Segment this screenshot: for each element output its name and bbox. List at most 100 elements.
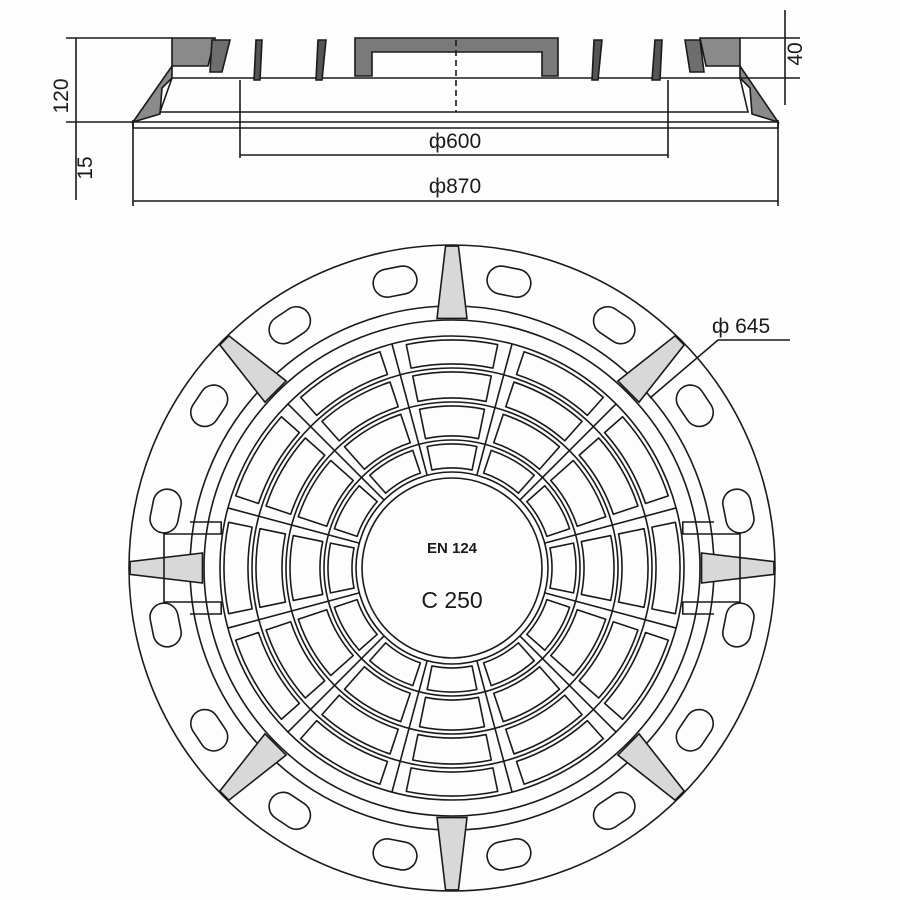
cover-cell [368,642,422,687]
dim-label-120: 120 [50,78,73,113]
cover-rib-right [684,39,705,73]
cover-cell [492,665,561,723]
cover-cell [411,733,493,765]
frame-slot [722,602,755,648]
dim-label-870: ф870 [429,175,481,198]
cover-rib-left [209,39,232,73]
frame-slot [268,305,312,345]
radial-rib [391,343,428,476]
dim-label-645: ф 645 [712,315,770,338]
radial-rib [227,592,360,629]
cover-cell [265,620,326,699]
cover-cell [297,459,355,528]
plan-view [128,244,790,892]
radial-rib [287,635,385,733]
frame-slot [189,384,229,428]
cover-cell [289,534,324,602]
frame-slot [149,488,182,534]
frame-slot [675,384,715,428]
cover-cell [405,339,499,369]
cover-cell [426,443,478,471]
cover-cell [617,527,649,609]
section-ribs [253,39,663,81]
cover-cell [299,350,389,417]
cover-cell [526,598,571,652]
cover-cell [482,449,536,494]
frame-lug [616,732,686,802]
cover-cell [223,521,253,615]
cover-cell [482,642,536,687]
dim-label-15: 15 [74,156,97,179]
cover-cell [321,381,400,442]
cover-cell [343,413,412,471]
cover-cell [368,449,422,494]
radial-rib [476,660,513,793]
radial-rib [476,343,513,476]
ring-rib [285,401,619,735]
cover-cell [297,608,355,677]
cover-cell [578,437,639,516]
cover-section [158,77,750,113]
frame-slot [149,602,182,648]
cover-cell [327,542,355,594]
frame-lug [218,732,288,802]
radial-ribs [227,343,677,793]
cover-cell [515,719,605,786]
frame-section-right [699,37,780,124]
frame-lug [218,334,288,404]
radial-rib [519,403,617,501]
radial-rib [287,403,385,501]
cover-cell [492,413,561,471]
cover-cell [580,534,615,602]
frame-section-left [131,37,217,124]
cover-cell [549,542,577,594]
frame-lug [129,552,204,584]
cover-cell [234,631,301,721]
lift-pocket [163,521,222,615]
cover-cell [255,527,287,609]
frame-slot [268,791,312,831]
ring-rib [323,439,581,697]
frame-lug [436,816,468,891]
lift-pockets [163,521,741,615]
cover-cell [343,665,412,723]
frame-slots [149,265,755,871]
lift-pocket [682,521,741,615]
cover-cell [418,696,486,731]
frame-slot [486,838,532,871]
radial-rib [544,592,677,629]
standard-stamp: EN 124 [427,540,478,557]
radial-rib [391,660,428,793]
cover-center-handle [354,37,559,77]
frame-flange [132,121,779,129]
radial-rib [544,507,677,544]
center-boss [355,471,549,665]
radial-rib [519,635,617,733]
dim-label-40: 40 [784,42,807,65]
cover-cell [515,350,605,417]
cover-cell [504,381,583,442]
cover-cell [526,484,571,538]
cover-cell [411,371,493,403]
cover-cell [426,665,478,693]
frame-slot [486,265,532,298]
frame-lug [616,334,686,404]
frame-slot [372,838,418,871]
frame-slot [722,488,755,534]
ring-rib [251,367,653,769]
dim-label-600: ф600 [429,130,481,153]
cover-inner-edge [219,335,685,801]
cover-cell [578,620,639,699]
radial-rib [227,507,360,544]
frame-slot [675,708,715,752]
cover-cell [333,484,378,538]
frame-slot [372,265,418,298]
cover-cells [223,339,681,797]
center-boss-inner [361,477,543,659]
cover-cell [549,459,607,528]
cover-cell [405,767,499,797]
leader-645 [649,339,790,399]
cover-edge [203,319,701,817]
load-class-stamp: C 250 [421,587,482,613]
